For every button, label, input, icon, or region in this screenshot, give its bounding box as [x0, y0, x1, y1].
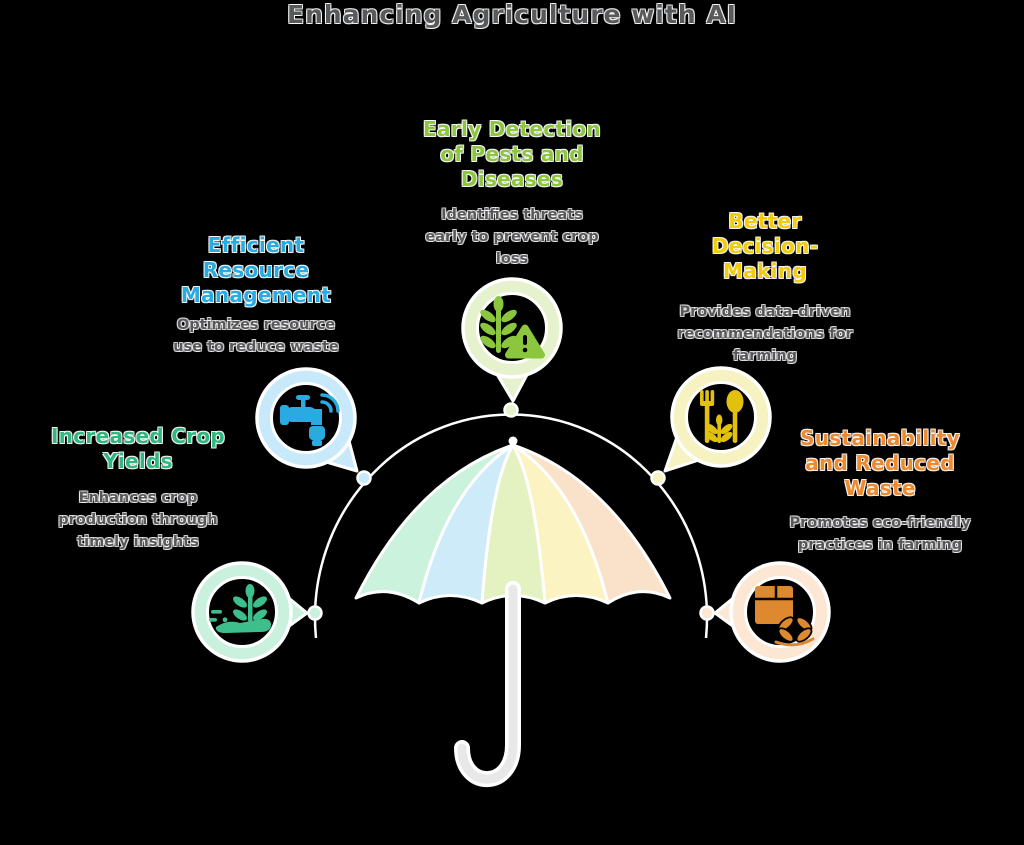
early-detection-heading: Early Detection of Pests and Diseases — [423, 117, 601, 191]
resource-management-description: Optimizes resource use to reduce waste — [173, 317, 339, 355]
hand-plant-icon — [209, 584, 271, 633]
wheat-warning-icon — [480, 296, 545, 359]
decision-making-description: Provides data-driven recommendations for… — [677, 304, 853, 364]
crop-yields-bubble — [191, 561, 309, 663]
resource-management-bubble — [255, 367, 359, 473]
early-detection-description: Identifies threats early to prevent crop… — [425, 207, 599, 267]
decision-making-bubble — [663, 366, 772, 473]
sustainability-heading: Sustainability and Reduced Waste — [800, 426, 960, 500]
sustainability-description: Promotes eco-friendly practices in farmi… — [789, 515, 971, 553]
resource-management-heading: Efficient Resource Management — [180, 233, 332, 307]
umbrella-canopy — [354, 436, 672, 605]
node-top — [503, 402, 519, 418]
node-upper-left — [356, 470, 372, 486]
umbrella-tip — [508, 436, 518, 446]
early-detection-bubble — [461, 277, 563, 403]
smart-faucet-icon — [280, 393, 340, 446]
node-lower-left — [307, 605, 323, 621]
umbrella-panel-peach — [511, 443, 672, 605]
node-upper-right — [650, 470, 666, 486]
connector-nodes — [307, 402, 715, 621]
sustainability-bubble — [713, 561, 831, 663]
node-lower-right — [699, 605, 715, 621]
box-sprout-icon — [755, 586, 815, 647]
decision-making-heading: Better Decision- Making — [711, 209, 819, 283]
crop-yields-heading: Increased Crop Yields — [50, 424, 225, 473]
umbrella-handle — [454, 581, 521, 788]
fork-spoon-sprout-icon — [700, 390, 744, 443]
page-title: Enhancing Agriculture with AI — [287, 0, 737, 29]
crop-yields-description: Enhances crop production through timely … — [58, 490, 218, 550]
